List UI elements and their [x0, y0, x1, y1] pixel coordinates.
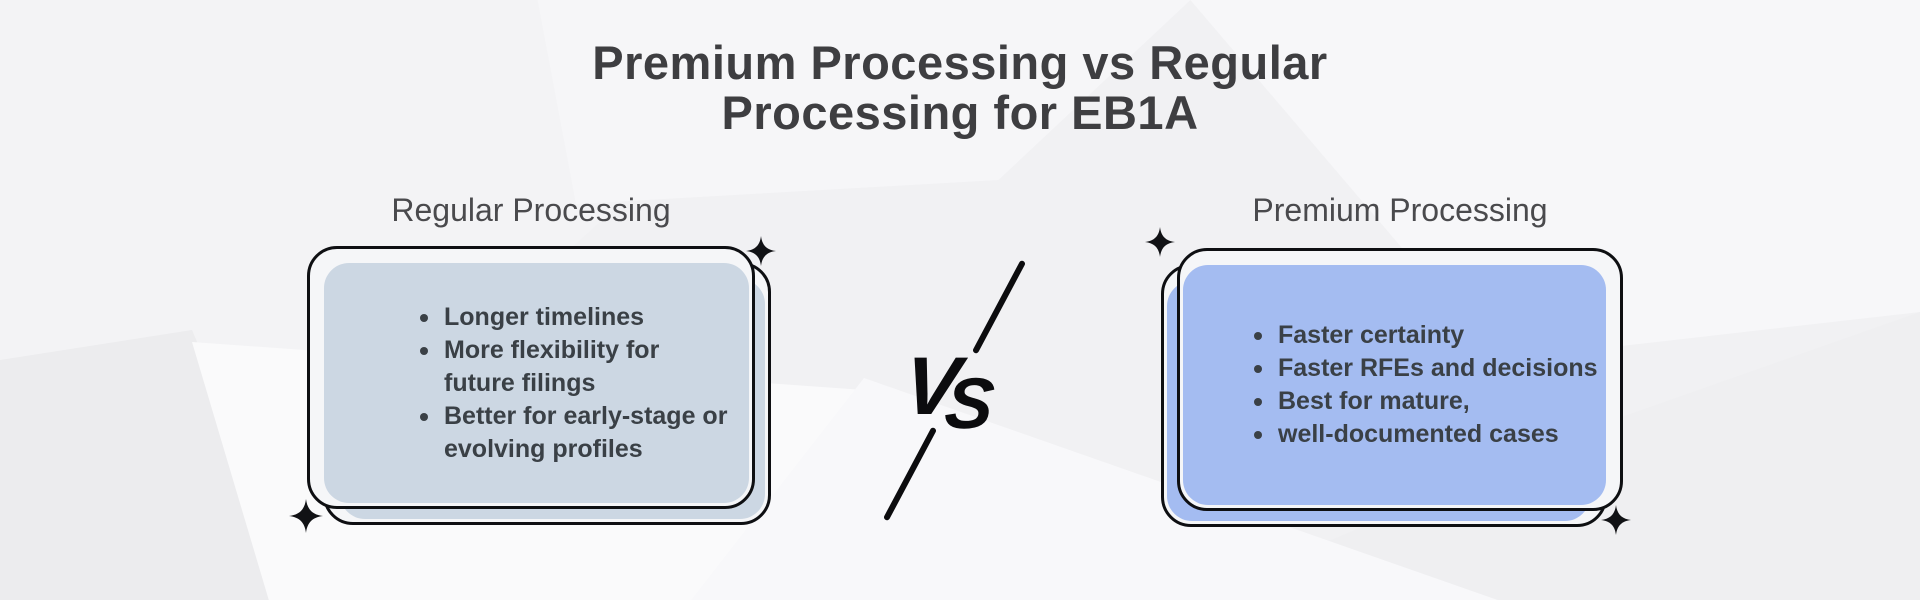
vs-letter-s: S	[941, 364, 998, 444]
card-fill	[324, 263, 749, 503]
sparkle-icon	[1145, 227, 1175, 257]
page-title: Premium Processing vs Regular Processing…	[0, 38, 1920, 138]
premium-card-heading: Premium Processing	[1252, 192, 1548, 228]
vs-slash-top	[971, 259, 1027, 355]
bullet-item: Best for mature,	[1250, 385, 1601, 418]
vs-label: V S	[899, 341, 999, 444]
bullet-item: well-documented cases	[1250, 418, 1601, 451]
vs-slash-bottom	[882, 426, 938, 522]
card-fill	[1183, 265, 1606, 505]
bullet-item: Faster certainty	[1250, 319, 1601, 352]
regular-card-heading: Regular Processing	[391, 192, 671, 228]
bullet-item: Better for early-stage or evolving profi…	[416, 400, 729, 466]
bullet-item: More flexibility for future filings	[416, 334, 729, 400]
vs-emblem: V S	[880, 255, 1040, 530]
bullet-item: Longer timelines	[416, 301, 729, 334]
bullet-item: Faster RFEs and decisions	[1250, 352, 1601, 385]
page-title-line1: Premium Processing vs Regular	[592, 36, 1328, 89]
page-title-line2: Processing for EB1A	[721, 86, 1199, 139]
